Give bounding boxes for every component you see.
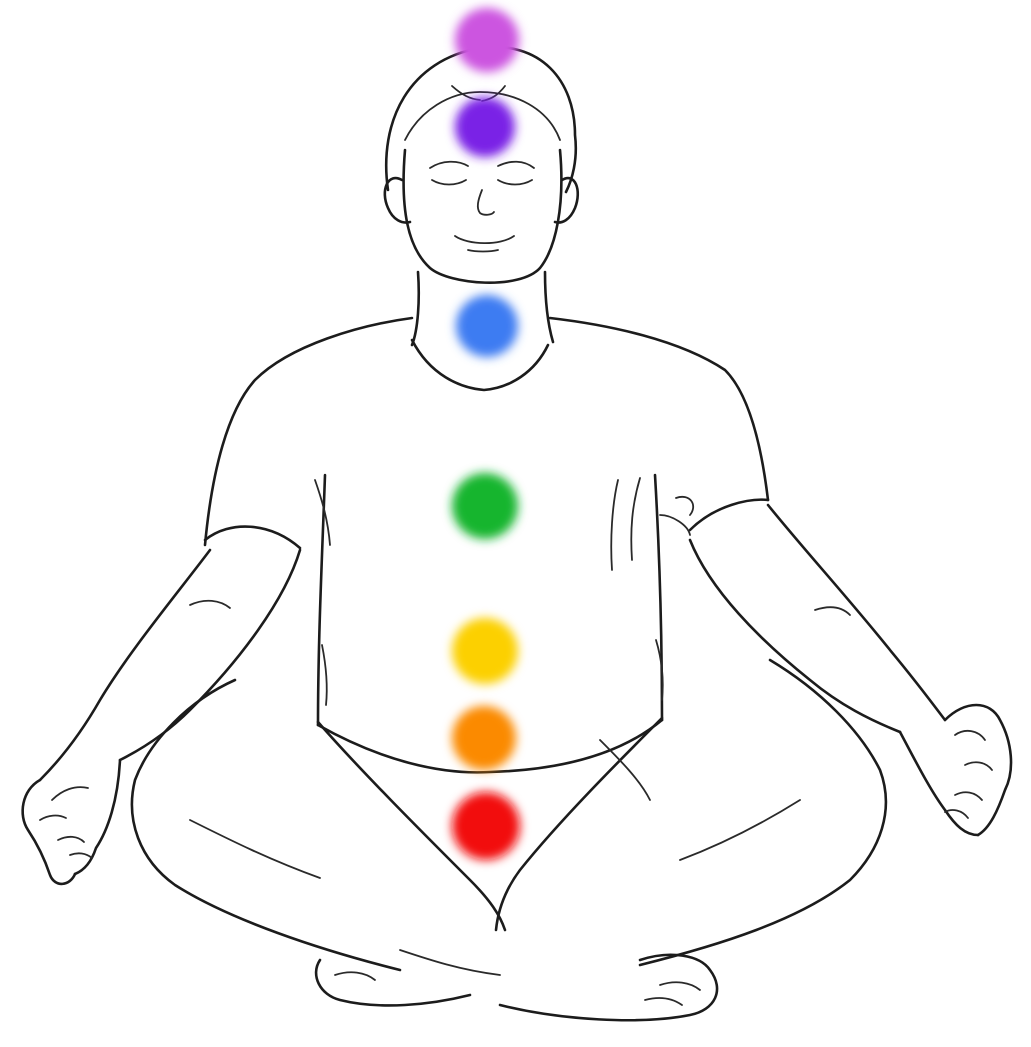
heart-chakra	[452, 473, 518, 539]
right-arm	[690, 505, 1011, 835]
throat-chakra	[456, 295, 518, 357]
sacral-chakra	[452, 706, 516, 770]
solar-plexus-chakra	[452, 618, 518, 684]
third-eye-chakra	[455, 97, 515, 157]
head	[385, 47, 578, 283]
crown-chakra	[455, 8, 519, 72]
neck-left	[412, 272, 419, 345]
neck-right	[545, 272, 553, 342]
torso	[205, 318, 768, 772]
root-chakra	[452, 792, 520, 860]
chakra-column	[452, 8, 520, 860]
left-arm	[23, 550, 300, 884]
meditating-figure	[23, 47, 1011, 1020]
